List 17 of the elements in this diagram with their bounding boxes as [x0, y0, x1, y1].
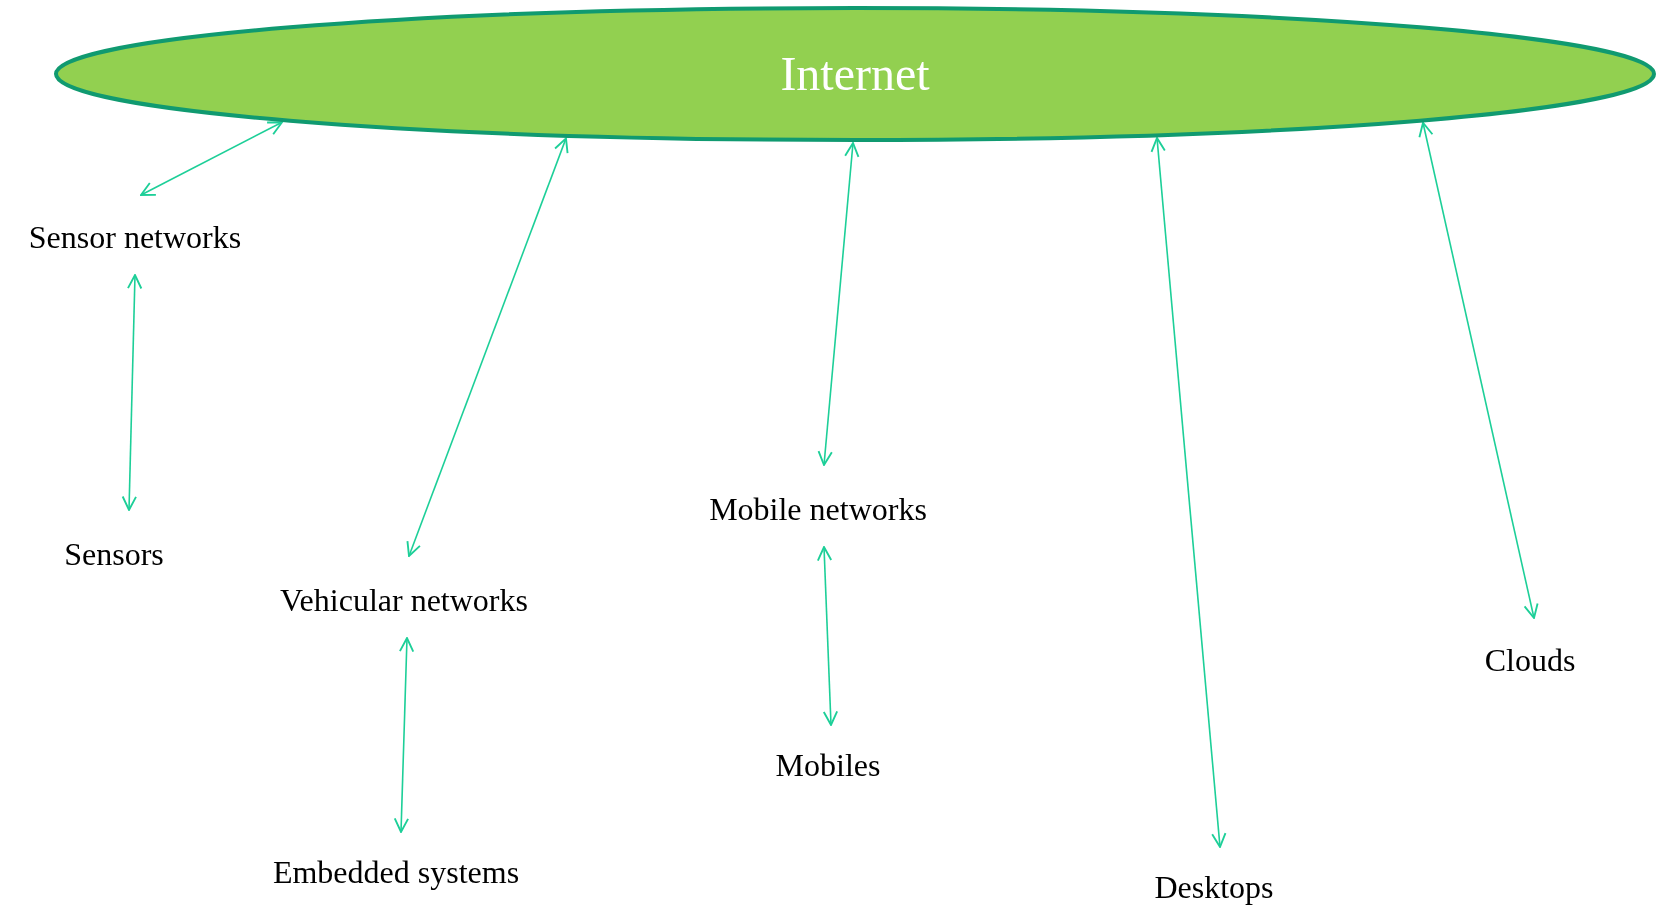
double-arrow — [121, 274, 143, 511]
node-label: Mobiles — [775, 746, 881, 785]
double-arrow — [1418, 121, 1539, 619]
node-label: Vehicular networks — [280, 581, 528, 620]
node-label: Embedded systems — [272, 853, 520, 892]
double-arrow — [406, 137, 569, 557]
node-label: Sensors — [64, 535, 164, 574]
node-label: Mobile networks — [709, 490, 927, 529]
node-label: Clouds — [1484, 641, 1576, 680]
node-label: Internet — [780, 50, 930, 98]
double-arrow — [817, 142, 860, 466]
double-arrow — [1150, 137, 1227, 848]
double-arrow — [816, 546, 839, 726]
node-label: Sensor networks — [28, 218, 242, 257]
double-arrow — [140, 121, 283, 196]
double-arrow — [393, 637, 415, 833]
node-label: Desktops — [1154, 868, 1274, 907]
